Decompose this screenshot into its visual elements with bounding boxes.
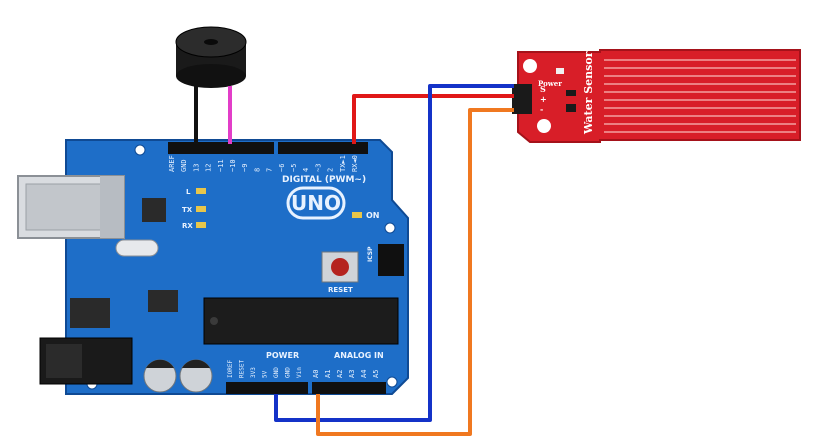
pin-label: GND [273, 367, 280, 378]
rx-label: RX [182, 222, 193, 230]
sensor-pcb [517, 49, 801, 143]
uno-logo: UNO [286, 186, 346, 220]
pin-label: A5 [372, 370, 380, 378]
digital-header-left [168, 142, 274, 154]
pin-label: ~11 [217, 159, 225, 172]
sensor-mount-hole [523, 59, 537, 73]
pin-label: 3V3 [250, 367, 257, 378]
pin-label: GND [285, 367, 292, 378]
mount-hole [384, 222, 396, 234]
pin-label: IOREF [227, 360, 234, 378]
tx-label: TX [182, 206, 193, 214]
pin-label: A1 [324, 370, 332, 378]
reset-label: RESET [328, 286, 353, 294]
analog-label: ANALOG IN [334, 351, 384, 360]
wire-sensor-vcc [352, 94, 514, 144]
pin-label: RESET [239, 360, 246, 378]
sensor-title: Water Sensor [582, 51, 595, 135]
capacitor [143, 359, 177, 393]
usb-chip [142, 198, 166, 222]
atmega328-chip [203, 297, 399, 345]
power-pin-labels: IOREF RESET 3V3 5V GND GND Vin [227, 360, 303, 378]
pin-label: 7 [266, 168, 274, 172]
pin-label: ~5 [290, 164, 298, 172]
usb-connector [17, 175, 125, 239]
pin-label: A2 [336, 370, 344, 378]
digital-pin-labels: AREF GND 13 12 ~11 ~10 ~9 8 7 ~6 ~5 4 ~3 2 TX►1 RX◄0 [168, 155, 359, 172]
on-label: ON [366, 211, 380, 220]
pin-label: A4 [360, 370, 368, 378]
transistor [566, 104, 576, 112]
sensor-pin-label: + [540, 94, 547, 104]
pin-label: ~3 [314, 164, 322, 172]
piezo-buzzer [175, 26, 247, 88]
pin-label: 8 [253, 168, 261, 172]
capacitor [179, 359, 213, 393]
led-tx [196, 206, 206, 212]
pin-label: ~9 [241, 164, 249, 172]
water-sensor-module: Power Water Sensor S+- [512, 49, 801, 143]
sensor-pin-label: - [540, 104, 543, 114]
power-label: POWER [266, 351, 299, 360]
wire-sensor-signal-a0 [316, 108, 514, 436]
pin-label: A3 [348, 370, 356, 378]
sensor-mount-hole [537, 119, 551, 133]
analog-header [312, 382, 386, 394]
arduino-uno-board: UNO DIGITAL (PWM~) ON RESET POWER ANALOG… [17, 139, 409, 395]
pin-label: ~10 [229, 159, 237, 172]
pin-label: 12 [205, 164, 213, 172]
mount-hole [134, 144, 146, 156]
sensor-header [512, 84, 532, 114]
crystal-oscillator [115, 239, 159, 257]
pin-label: A0 [312, 370, 320, 378]
led-on [352, 212, 362, 218]
pin-label: ~6 [278, 164, 286, 172]
pin-label: 13 [192, 164, 200, 172]
uno-logo-text: UNO [291, 191, 341, 215]
pin-label: AREF [168, 155, 176, 172]
wire-sensor-gnd [274, 84, 514, 422]
led-rx [196, 222, 206, 228]
resistor [566, 90, 576, 96]
reset-button[interactable] [321, 251, 359, 283]
voltage-regulator [70, 298, 110, 328]
sensor-pin-label: S [540, 84, 546, 94]
icsp-label: ICSP [367, 246, 374, 262]
icsp-header [378, 244, 404, 276]
pin-label: RX◄0 [351, 155, 359, 172]
sensor-traces [604, 59, 796, 133]
power-led [556, 68, 564, 74]
sensor-power-label: Power [538, 79, 562, 88]
dc-power-jack [39, 337, 133, 385]
l-label: L [186, 188, 191, 196]
power-header [226, 382, 308, 394]
mount-hole [386, 376, 398, 388]
digital-label: DIGITAL (PWM~) [282, 175, 366, 185]
pin-label: GND [180, 159, 188, 172]
small-chip [148, 290, 178, 312]
sensor-pin-labels: S+- [540, 84, 547, 114]
pin-label: 5V [262, 370, 269, 378]
pin-label: TX►1 [339, 155, 347, 172]
wires [194, 84, 514, 436]
digital-header-right [278, 142, 368, 154]
pin-label: Vin [296, 367, 303, 378]
pin-label: 4 [302, 168, 310, 172]
led-l [196, 188, 206, 194]
pin-label: 2 [327, 168, 335, 172]
analog-pin-labels: A0 A1 A2 A3 A4 A5 [312, 370, 380, 378]
